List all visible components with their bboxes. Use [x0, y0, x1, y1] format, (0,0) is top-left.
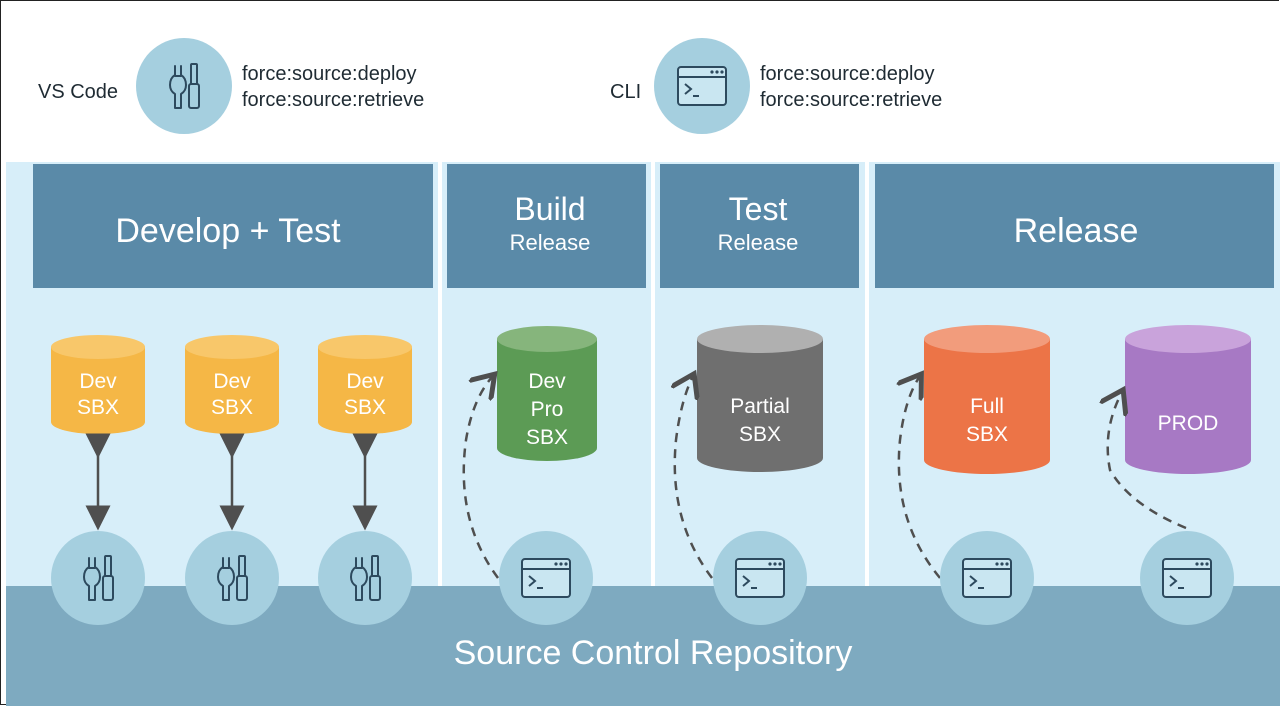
cli-tool-full: [940, 531, 1034, 625]
terminal-window-icon: [521, 558, 571, 598]
stage-header-develop-test: Develop + Test: [33, 164, 433, 288]
terminal-window-icon: [962, 558, 1012, 598]
legend-vscode: VS Code force:source:deploy force:source…: [38, 38, 424, 134]
stage-header-release: Release: [875, 164, 1274, 288]
svg-text:Dev: Dev: [528, 370, 566, 393]
svg-text:SBX: SBX: [526, 426, 568, 449]
legend-cli-deploy: force:source:deploy: [760, 63, 935, 85]
vscode-tool-2: [185, 531, 279, 625]
svg-text:SBX: SBX: [344, 396, 386, 419]
stage-title: Build: [514, 191, 585, 227]
deploy-arrow: [899, 376, 941, 579]
prod-environment: PROD: [1125, 325, 1251, 474]
legend-cli: CLI force:source:deploy force:source:ret…: [610, 38, 942, 134]
svg-text:SBX: SBX: [211, 396, 253, 419]
legend-cli-retrieve: force:source:retrieve: [760, 89, 942, 111]
stage-header-test-release: Test Release: [660, 164, 859, 288]
legend-vscode-retrieve: force:source:retrieve: [242, 89, 424, 111]
legend-vscode-label: VS Code: [38, 81, 118, 103]
vscode-tool-1: [51, 531, 145, 625]
svg-text:Dev: Dev: [213, 370, 251, 393]
dev-sbx-3: Dev SBX: [318, 335, 412, 434]
svg-text:Pro: Pro: [531, 398, 564, 421]
cli-tool-build: [499, 531, 593, 625]
terminal-window-icon: [735, 558, 785, 598]
svg-text:Dev: Dev: [79, 370, 117, 393]
dev-pro-sbx: Dev Pro SBX: [497, 326, 597, 461]
cli-tool-prod: [1140, 531, 1234, 625]
deploy-arrow: [1108, 392, 1187, 530]
svg-text:PROD: PROD: [1158, 412, 1219, 435]
svg-text:Partial: Partial: [730, 395, 790, 418]
terminal-window-icon: [677, 66, 727, 106]
deploy-arrow: [675, 376, 713, 579]
stage-title: Develop + Test: [115, 212, 341, 250]
stage-title: Test: [729, 191, 788, 227]
svg-text:Dev: Dev: [346, 370, 384, 393]
svg-text:Full: Full: [970, 395, 1004, 418]
cli-tool-test: [713, 531, 807, 625]
svg-text:SBX: SBX: [77, 396, 119, 419]
terminal-window-icon: [1162, 558, 1212, 598]
full-sbx: Full SBX: [924, 325, 1050, 474]
deploy-arrow: [462, 376, 500, 579]
stage-title: Release: [1014, 212, 1139, 250]
vscode-tool-3: [318, 531, 412, 625]
legend-cli-label: CLI: [610, 81, 641, 103]
repository-label: Source Control Repository: [454, 634, 853, 672]
svg-text:SBX: SBX: [966, 423, 1008, 446]
vscode-icon-circle: [136, 38, 232, 134]
stage-subtitle: Release: [718, 230, 799, 255]
dev-sbx-1: Dev SBX: [51, 335, 145, 434]
dev-sbx-2: Dev SBX: [185, 335, 279, 434]
legend-vscode-deploy: force:source:deploy: [242, 63, 417, 85]
partial-sbx: Partial SBX: [697, 325, 823, 472]
svg-text:SBX: SBX: [739, 423, 781, 446]
stage-header-build-release: Build Release: [447, 164, 646, 288]
stage-subtitle: Release: [510, 230, 591, 255]
